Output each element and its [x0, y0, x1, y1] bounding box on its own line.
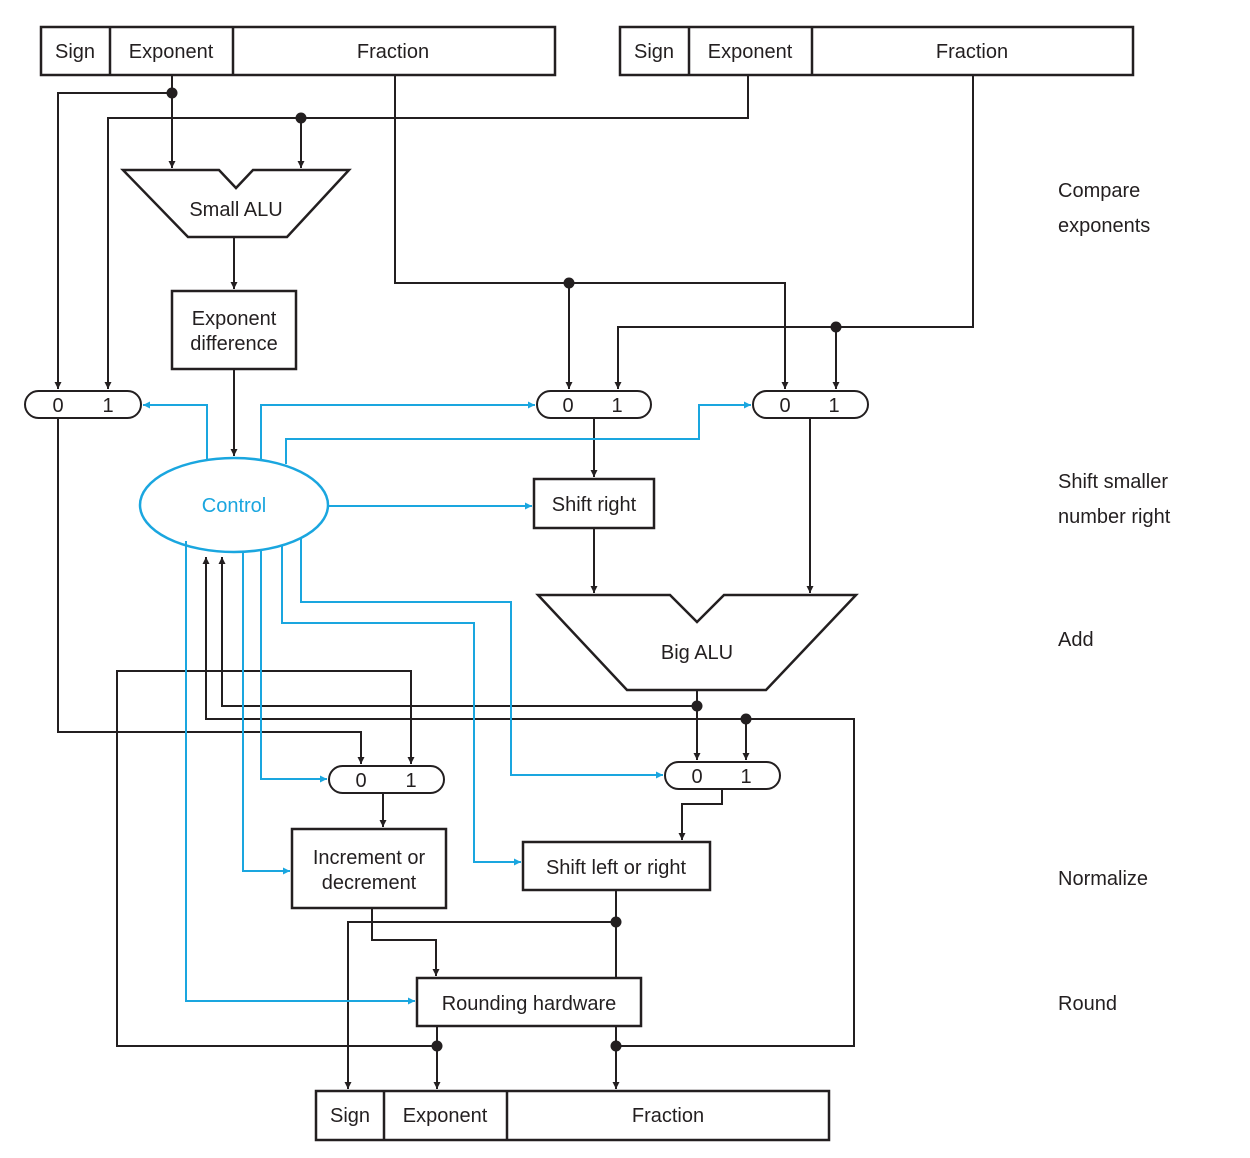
- stage-compare-line2: exponents: [1058, 215, 1150, 237]
- mux-shift-select: 0 1: [536, 390, 652, 419]
- mux-shift-in1: 1: [611, 395, 622, 417]
- input-a-fraction: Fraction: [357, 41, 429, 63]
- input-b-fraction: Fraction: [936, 41, 1008, 63]
- control-label: Control: [202, 495, 266, 517]
- small-alu: Small ALU: [120, 168, 352, 239]
- shift-right-unit: Shift right: [532, 477, 656, 530]
- output-register: Sign Exponent Fraction: [314, 1089, 831, 1142]
- mux-bigalu-in1: 1: [828, 395, 839, 417]
- input-register-a: Sign Exponent Fraction: [39, 25, 557, 77]
- shift-left-right-unit: Shift left or right: [521, 840, 712, 892]
- mux-normalize-fraction: 0 1: [664, 761, 781, 790]
- control-unit: Control: [138, 456, 330, 554]
- input-a-exponent: Exponent: [129, 41, 214, 63]
- input-register-b: Sign Exponent Fraction: [618, 25, 1135, 77]
- increment-decrement-unit: Increment or decrement: [290, 827, 448, 910]
- stage-labels: Compare exponents Shift smaller number r…: [1058, 180, 1171, 1015]
- small-alu-label: Small ALU: [189, 199, 282, 221]
- rounding-hardware: Rounding hardware: [415, 976, 643, 1028]
- stage-add: Add: [1058, 629, 1094, 651]
- exponent-difference-line1: Exponent: [192, 308, 277, 330]
- data-wires: [54, 75, 974, 1089]
- big-alu-label: Big ALU: [661, 642, 733, 664]
- big-alu: Big ALU: [535, 593, 859, 692]
- mux-bigalu-select: 0 1: [752, 390, 869, 419]
- mux-exponent-in1: 1: [102, 395, 113, 417]
- rounding-label: Rounding hardware: [442, 993, 617, 1015]
- shift-left-right-label: Shift left or right: [546, 857, 687, 879]
- input-b-exponent: Exponent: [708, 41, 793, 63]
- mux-norm-frac-in0: 0: [691, 766, 702, 788]
- exponent-difference-register: Exponent difference: [170, 289, 298, 371]
- stage-compare-line1: Compare: [1058, 180, 1140, 202]
- output-sign: Sign: [330, 1105, 370, 1127]
- mux-shift-in0: 0: [562, 395, 573, 417]
- mux-exponent-select: 0 1: [24, 390, 142, 419]
- input-a-sign: Sign: [55, 41, 95, 63]
- increment-line2: decrement: [322, 872, 417, 894]
- shift-right-label: Shift right: [552, 494, 637, 516]
- mux-bigalu-in0: 0: [779, 395, 790, 417]
- mux-norm-exp-in1: 1: [405, 770, 416, 792]
- stage-round: Round: [1058, 993, 1117, 1015]
- output-fraction: Fraction: [632, 1105, 704, 1127]
- stage-shift-line1: Shift smaller: [1058, 471, 1168, 493]
- input-b-sign: Sign: [634, 41, 674, 63]
- increment-line1: Increment or: [313, 847, 426, 869]
- mux-exponent-in0: 0: [52, 395, 63, 417]
- exponent-difference-line2: difference: [190, 333, 277, 355]
- mux-norm-exp-in0: 0: [355, 770, 366, 792]
- mux-norm-frac-in1: 1: [740, 766, 751, 788]
- output-exponent: Exponent: [403, 1105, 488, 1127]
- stage-shift-line2: number right: [1058, 506, 1171, 528]
- stage-normalize: Normalize: [1058, 868, 1148, 890]
- control-wires: [143, 401, 751, 1005]
- mux-normalize-exponent: 0 1: [328, 765, 445, 794]
- junction-dots: [166, 87, 842, 1052]
